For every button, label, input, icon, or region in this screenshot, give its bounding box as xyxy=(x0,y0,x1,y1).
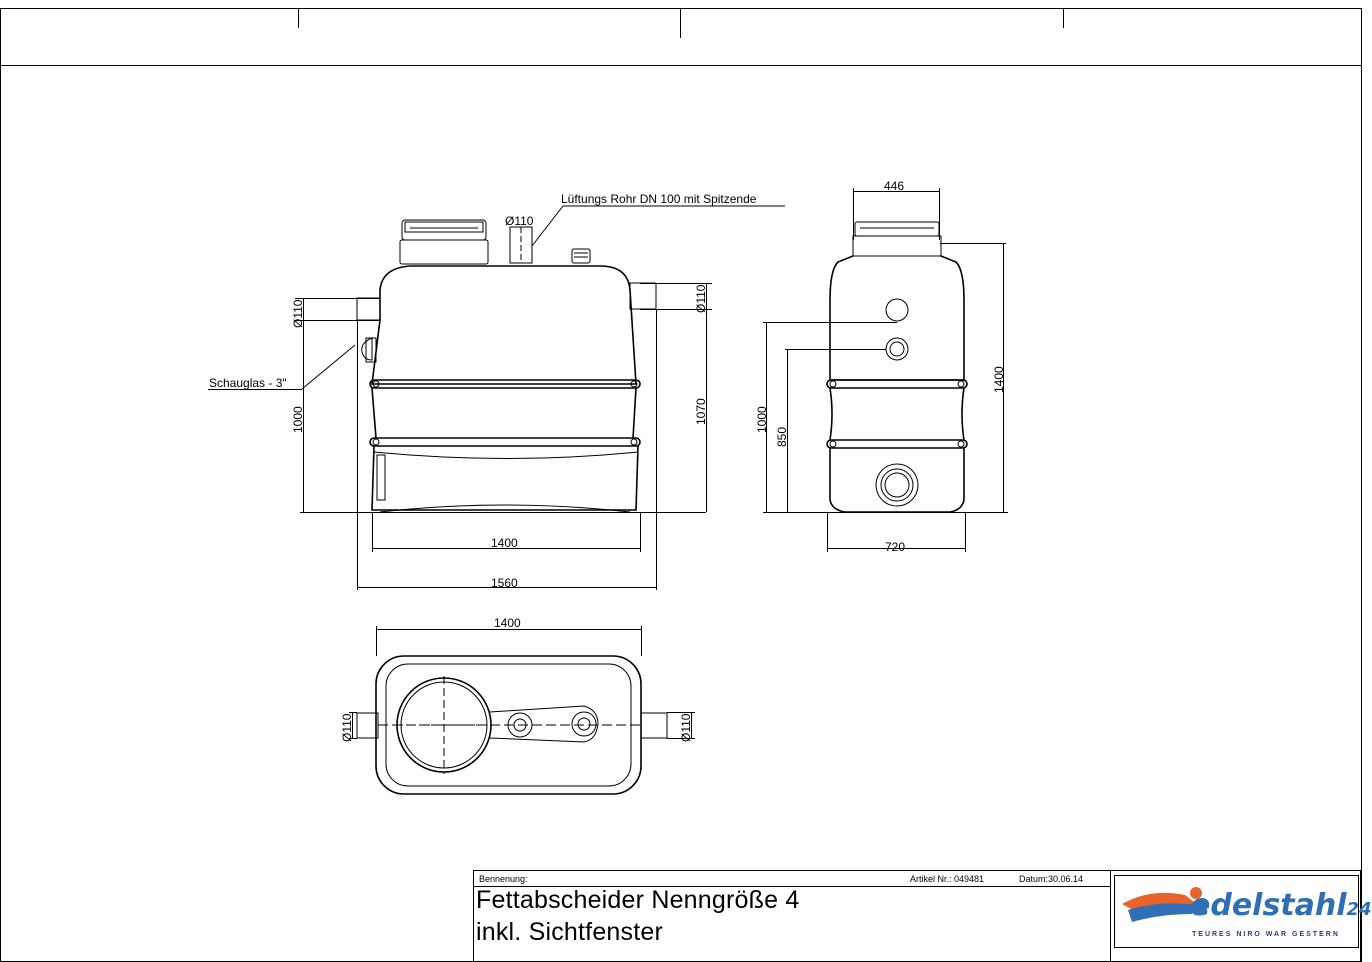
dim-d110-top-left: Ø110 xyxy=(340,713,354,742)
logo-slogan: TEURES NIRO WAR GESTERN xyxy=(1192,931,1340,938)
logo-graphic xyxy=(1122,887,1207,922)
vent-pipe-label: Lüftungs Rohr DN 100 mit Spitzende xyxy=(561,192,757,206)
dim-1000-side: 1000 xyxy=(755,406,769,433)
dim-1070-front: 1070 xyxy=(694,398,708,425)
dim-1560-front: 1560 xyxy=(491,576,518,590)
dim-446-side: 446 xyxy=(884,179,905,193)
dim-d110-front-right: Ø110 xyxy=(694,284,708,313)
dim-1000-front: 1000 xyxy=(291,406,305,433)
vent-pipe-diameter: Ø110 xyxy=(505,214,534,228)
dim-d110-front-left: Ø110 xyxy=(291,299,305,328)
rotated-dimension-labels: Ø110 1000 Ø110 1070 1000 850 1400 Ø110 Ø… xyxy=(291,284,1006,742)
dim-1400-front: 1400 xyxy=(491,536,518,550)
top-view xyxy=(349,626,695,795)
drawing-title-line1: Fettabscheider Nenngröße 4 xyxy=(476,886,800,914)
drawing-title-line2: inkl. Sichtfenster xyxy=(476,918,664,946)
sight-glass-label: Schauglas - 3" xyxy=(209,376,287,390)
dim-1400-side: 1400 xyxy=(992,366,1006,393)
front-view xyxy=(208,205,785,590)
designation-label: Bennenung: xyxy=(479,874,528,884)
logo-brand-text: edelstahl24 xyxy=(1190,888,1372,923)
dim-d110-top-right: Ø110 xyxy=(679,713,693,742)
logo-number: 24 xyxy=(1346,899,1372,920)
sheet-frame xyxy=(0,8,1362,962)
logo-brand: edelstahl xyxy=(1190,888,1347,923)
article-number: Artikel Nr.: 049481 xyxy=(910,874,985,884)
drawing-date: Datum:30.06.14 xyxy=(1019,874,1084,884)
dim-850-side: 850 xyxy=(775,427,789,447)
dim-1400-top: 1400 xyxy=(494,616,521,630)
dim-720-side: 720 xyxy=(885,540,906,554)
side-view xyxy=(763,188,1008,552)
